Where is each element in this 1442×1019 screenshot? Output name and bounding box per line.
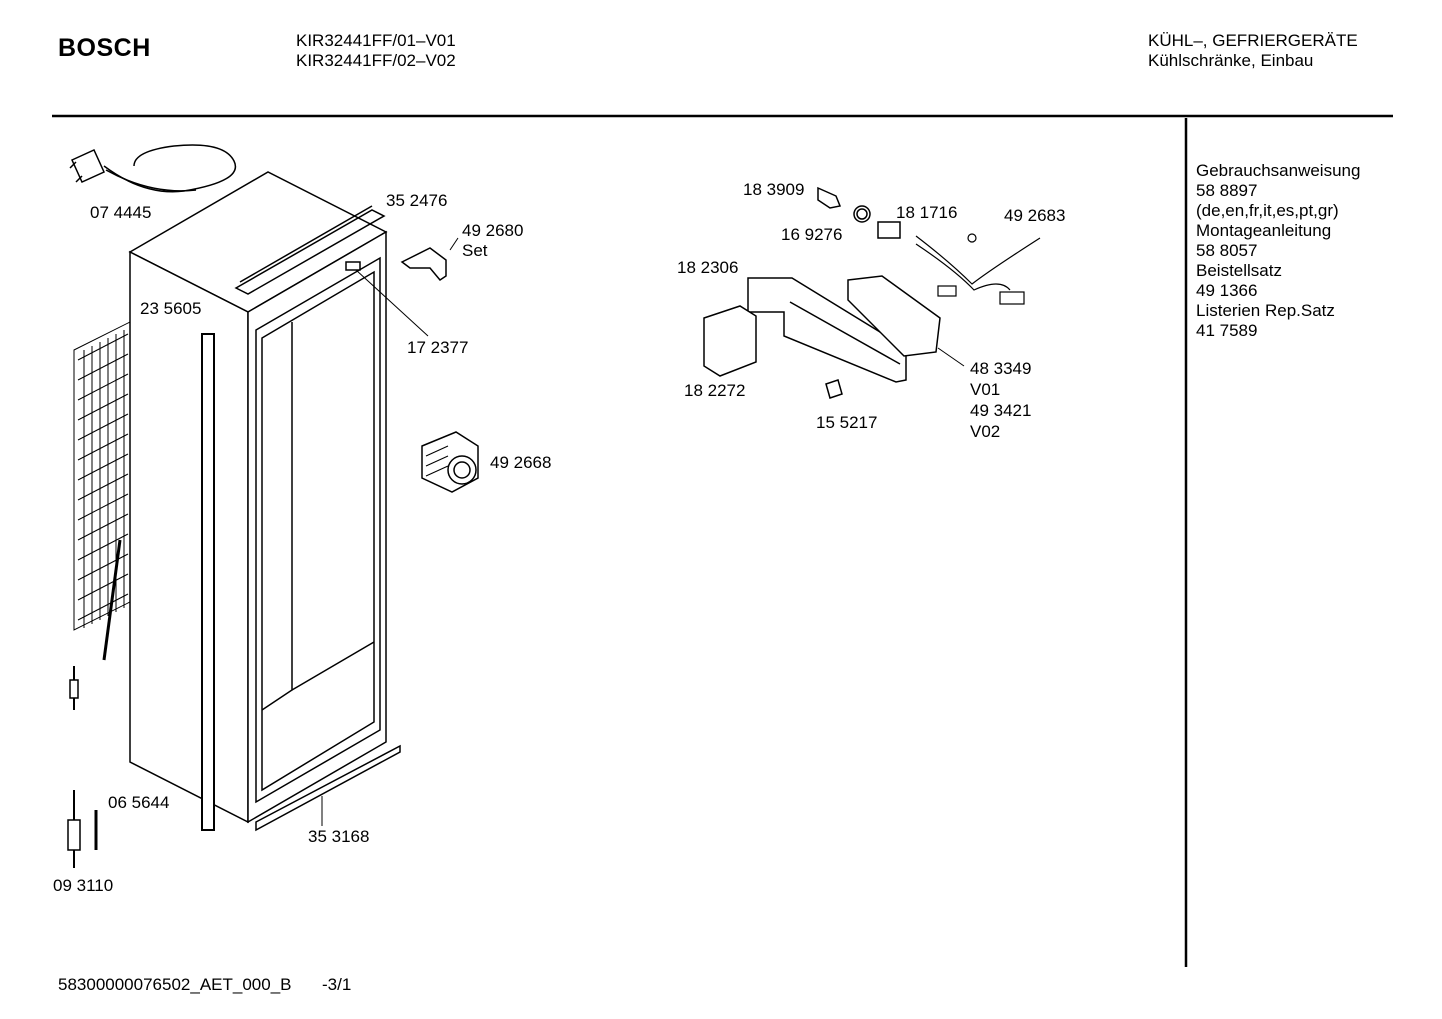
part-label-bottom-strip: 35 3168: [308, 827, 370, 846]
wiring-harness: [915, 233, 1041, 305]
part-label-module-v01-no: 48 3349: [970, 359, 1032, 378]
part-label-hinge-set-note: Set: [462, 241, 488, 260]
part-label-lamp: 18 3909: [743, 180, 805, 199]
control-module: [703, 275, 965, 399]
document-list-line: Listerien Rep.Satz: [1196, 301, 1335, 320]
fan-icon: [421, 431, 479, 493]
document-list-line: Gebrauchsanweisung: [1196, 161, 1361, 180]
model-number-2: KIR32441FF/02–V02: [296, 51, 456, 70]
category-title: KÜHL–, GEFRIERGERÄTE: [1148, 31, 1358, 50]
part-label-module-v01: V01: [970, 380, 1001, 399]
door-seal: [201, 333, 215, 831]
part-label-top-rail: 35 2476: [386, 191, 448, 210]
bottom-strip: [255, 744, 401, 832]
category-subtitle: Kühlschränke, Einbau: [1148, 51, 1314, 70]
part-label-power-cord: 07 4445: [90, 203, 152, 222]
lamp-icon: [817, 186, 901, 239]
cabinet-body: [128, 171, 388, 824]
part-label-sensor: 09 3110: [53, 876, 114, 895]
document-list-line: 41 7589: [1196, 321, 1258, 340]
sensor-icon: [67, 666, 98, 868]
part-label-cover-plate: 18 2306: [677, 258, 739, 277]
document-list: Gebrauchsanweisung 58 8897 (de,en,fr,it,…: [1196, 161, 1360, 341]
part-label-clip: 17 2377: [407, 338, 469, 357]
part-label-module-v02-no: 49 3421: [970, 401, 1032, 420]
document-list-line: Montageanleitung: [1196, 221, 1332, 240]
document-list-line: 58 8897: [1196, 181, 1258, 200]
brand-logo: BOSCH: [58, 34, 151, 62]
part-label-lamp-ring: 16 9276: [781, 225, 843, 244]
document-list-line: (de,en,fr,it,es,pt,gr): [1196, 201, 1339, 220]
clip-part: [345, 261, 361, 271]
condenser-coil: [73, 321, 131, 661]
document-list-line: Beistellsatz: [1196, 261, 1282, 280]
power-cord-icon: [69, 144, 237, 193]
part-label-fan: 49 2668: [490, 453, 552, 472]
part-label-wiring-harness: 49 2683: [1004, 206, 1066, 225]
document-list-line: 49 1366: [1196, 281, 1258, 300]
part-label-lamp-socket: 18 1716: [896, 203, 958, 222]
hinge-set: [400, 247, 447, 281]
document-id: 58300000076502_AET_000_B: [58, 975, 292, 994]
part-label-sensor-small: 06 5644: [108, 793, 170, 812]
model-number-1: KIR32441FF/01–V01: [296, 31, 456, 50]
part-label-hinge-set: 49 2680: [462, 221, 524, 240]
part-label-module-v02: V02: [970, 422, 1001, 441]
part-label-cover-box: 18 2272: [684, 381, 746, 400]
page-number: -3/1: [322, 975, 352, 994]
part-label-door-seal: 23 5605: [140, 299, 202, 318]
part-label-connector: 15 5217: [816, 413, 878, 432]
document-list-line: 58 8057: [1196, 241, 1258, 260]
